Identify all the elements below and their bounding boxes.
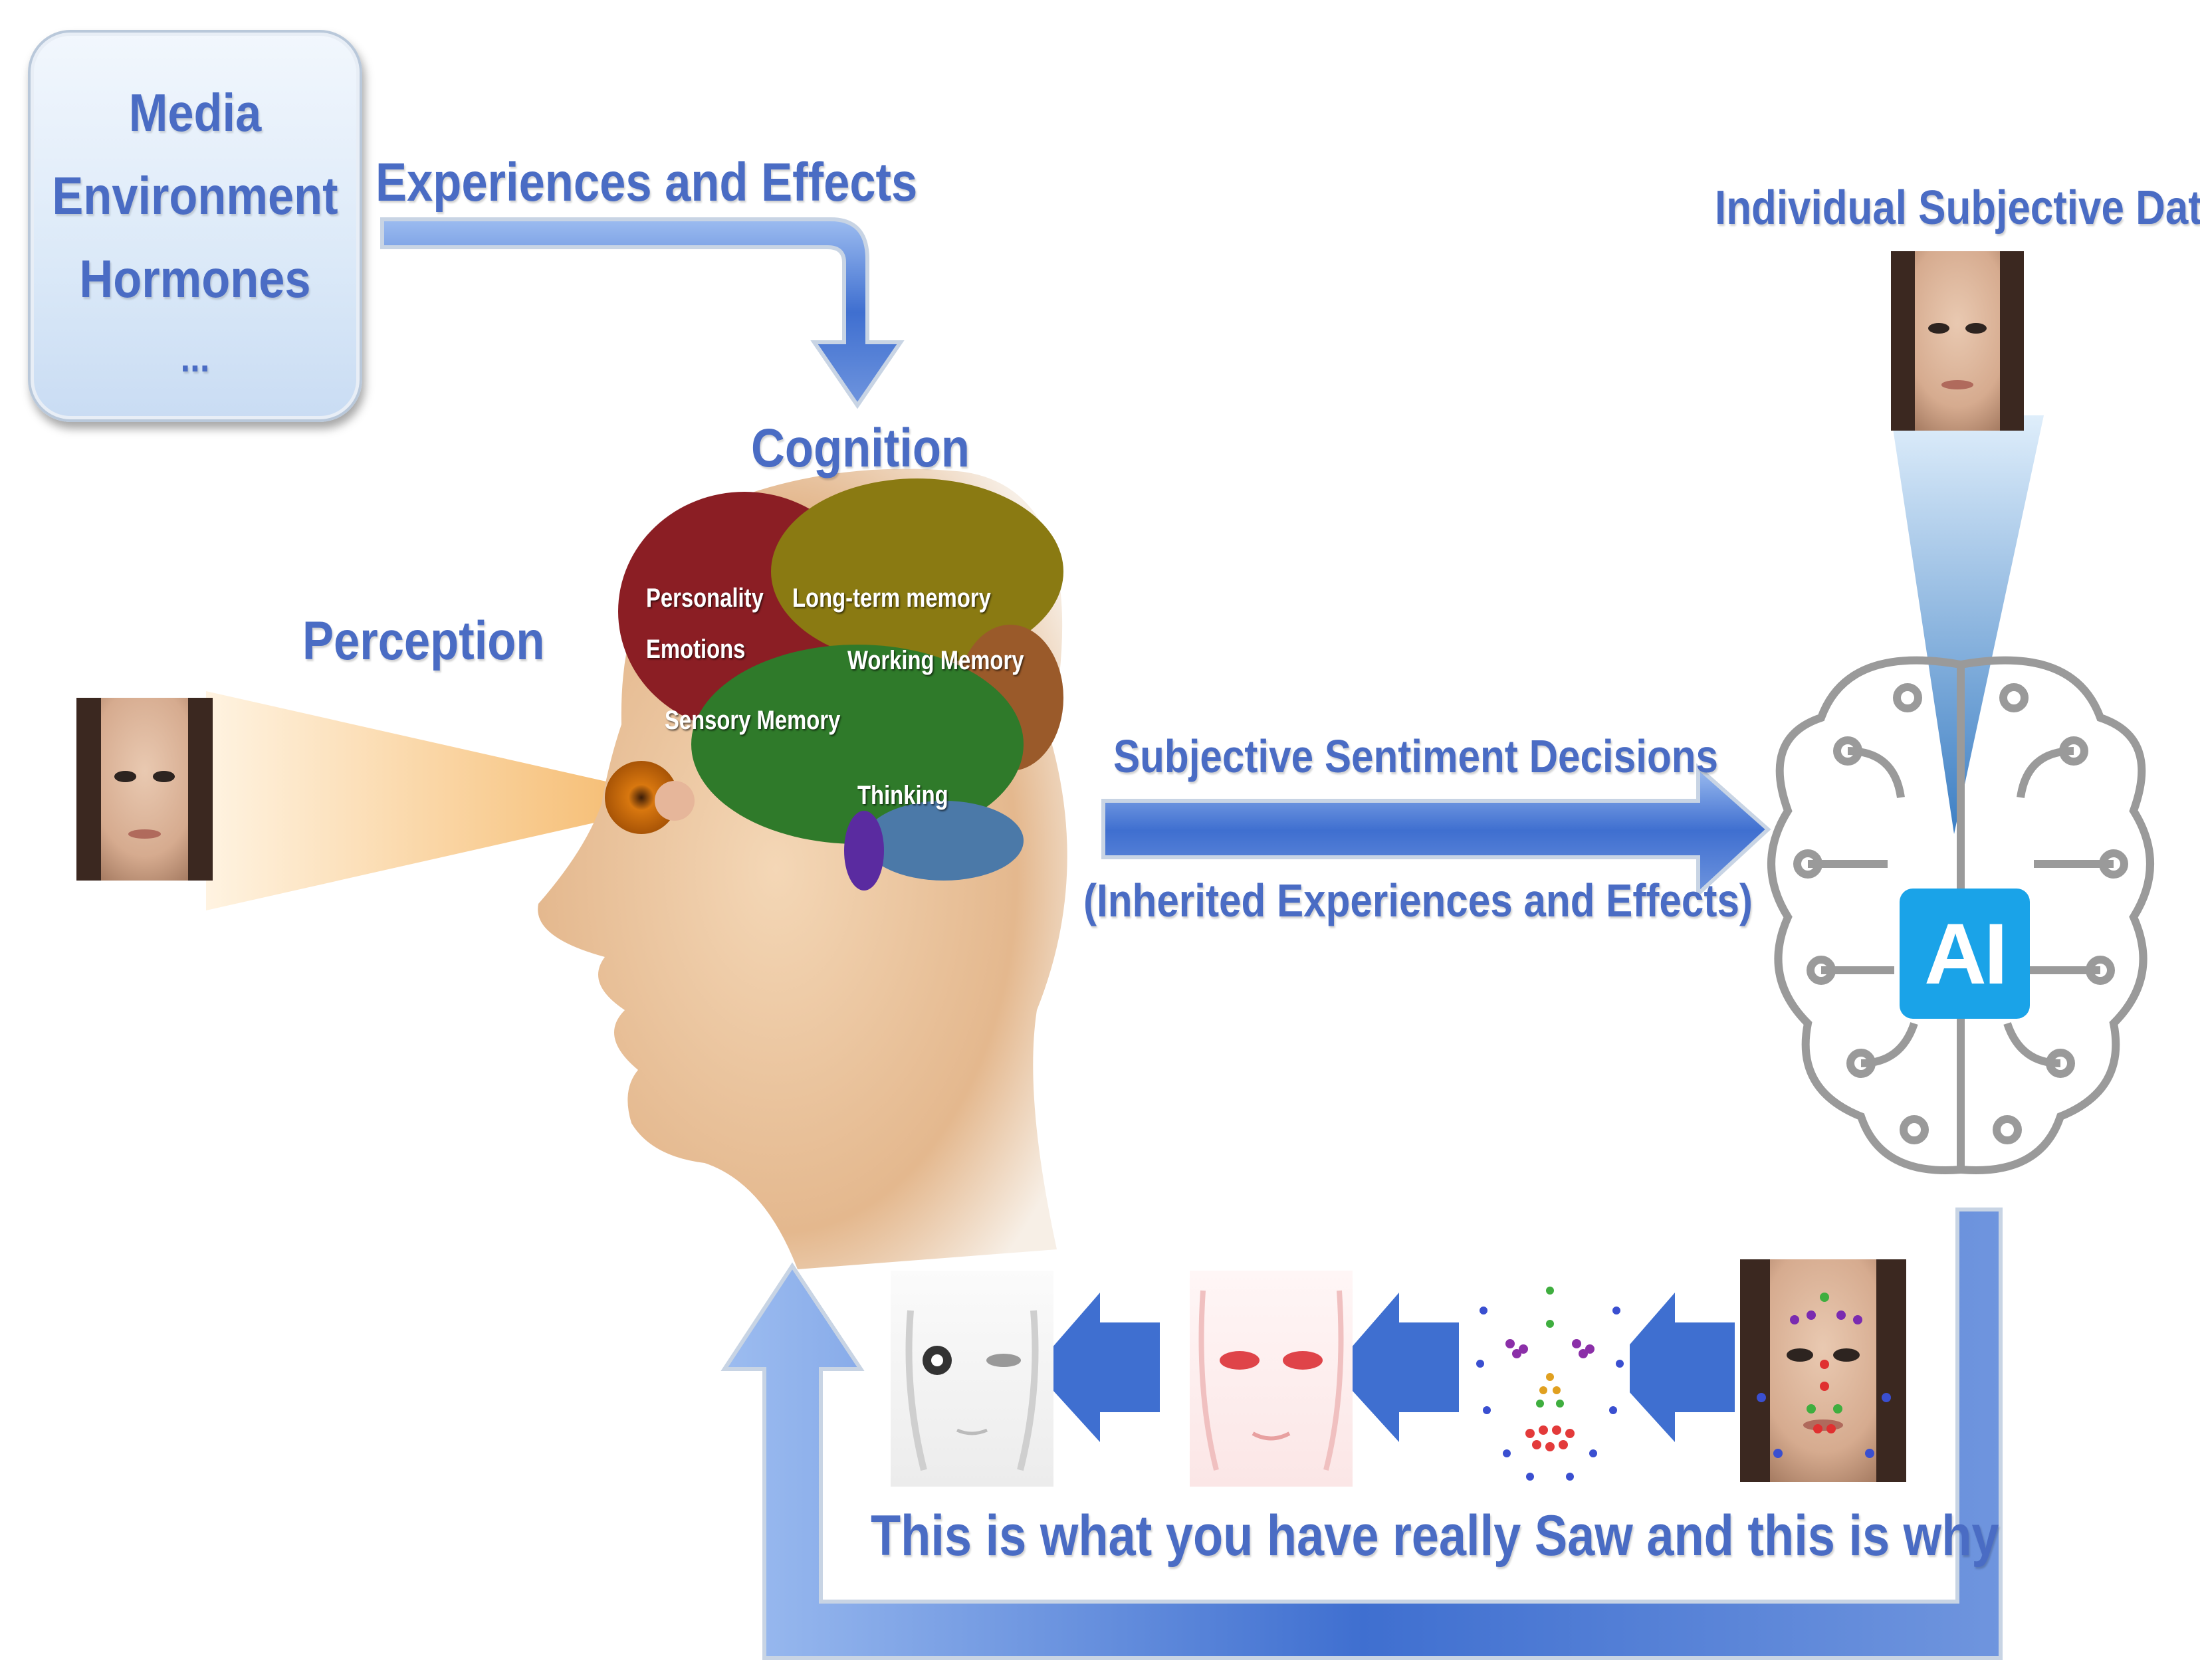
box-line-hormones: Hormones <box>79 249 311 308</box>
inherited-experiences-label: (Inherited Experiences and Effects) <box>1083 875 1753 926</box>
feedback-caption: This is what you have really Saw and thi… <box>871 1504 1999 1568</box>
brain-region-long-term-memory: Long-term memory <box>792 583 991 613</box>
experiences-effects-label: Experiences and Effects <box>376 152 918 213</box>
step-arrow-2 <box>1333 1293 1459 1442</box>
brain-region-personality: Personality <box>646 583 764 613</box>
individual-subjective-data-label: Individual Subjective Data <box>1715 181 2200 235</box>
red-filtered-face <box>1190 1271 1353 1487</box>
perception-label: Perception <box>302 611 545 671</box>
landmark-points-map <box>1470 1271 1630 1487</box>
ai-brain-illustration <box>1767 656 2154 1174</box>
individual-data-cone <box>1891 415 2044 834</box>
step-arrow-3 <box>1034 1293 1160 1442</box>
subjective-sentiment-decisions-label: Subjective Sentiment Decisions <box>1113 730 1718 782</box>
landmark-points-svg <box>1476 1287 1624 1481</box>
box-line-ellipsis: ... <box>180 336 210 380</box>
influence-factors-box: Media Environment Hormones ... <box>28 30 362 422</box>
step-arrow-1 <box>1608 1293 1735 1442</box>
saliency-svg <box>905 1310 1039 1471</box>
human-head-illustration <box>538 469 1067 1269</box>
cognition-label: Cognition <box>751 418 970 478</box>
perception-cone <box>206 691 618 910</box>
brain-region-working-memory: Working Memory <box>847 646 1024 675</box>
ai-chip-text: AI <box>1924 905 2008 1002</box>
experiences-arrow <box>380 217 905 409</box>
saliency-face <box>891 1271 1053 1487</box>
individual-face-photo <box>1891 251 2024 431</box>
perceived-face-photo <box>76 698 213 881</box>
box-line-media: Media <box>128 83 262 142</box>
decisions-arrow <box>1101 763 1771 898</box>
landmark-face-photo <box>1740 1259 1906 1482</box>
brain-region-thinking: Thinking <box>857 781 948 810</box>
feedback-loop-arrow <box>720 1208 2003 1660</box>
red-filtered-svg <box>1198 1290 1344 1471</box>
brain-region-sensory-memory: Sensory Memory <box>665 706 841 735</box>
box-line-environment: Environment <box>52 166 338 225</box>
brain-region-emotions: Emotions <box>646 635 746 664</box>
ai-chip-icon: AI <box>1900 889 2030 1019</box>
